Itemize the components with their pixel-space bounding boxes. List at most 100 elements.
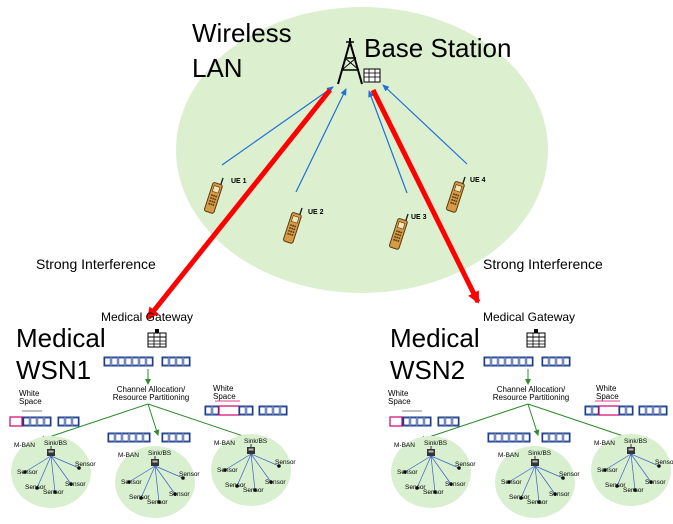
wsn1-ban-3-sensor-node-1	[223, 468, 227, 472]
wireless-lan-cloud	[176, 7, 548, 293]
wsn2-ban-2-sensor-node-4	[553, 492, 557, 496]
strong-interference-left-label: Strong Interference	[36, 256, 156, 272]
wsn1-ban-2-sink-label: Sink/BS	[148, 450, 172, 457]
base-station-label: Base Station	[364, 33, 512, 63]
wsn1-ban-3-sensor-label-3: Sensor	[243, 487, 264, 494]
wsn2-ban-2-sensor-label-4: Sensor	[549, 491, 570, 498]
wsn1-ban-1-sensor-label-2: Sensor	[25, 484, 46, 491]
wsn1-ban-2-link-5	[154, 465, 184, 479]
wsn1-ban-1-sensor-label-1: Sensor	[17, 469, 38, 476]
wsn1-ban-1-sensor-label-4: Sensor	[65, 481, 86, 488]
wsn1-ban-1-sensor-node-2	[35, 486, 39, 490]
wsn2-row-mid-a	[487, 432, 531, 443]
wsn1-ban-2-link-3	[154, 465, 160, 503]
wireless-lan-label-line1: Wireless	[192, 18, 292, 48]
wsn2-ban-1	[391, 436, 471, 508]
wsn1-gateway-blocks-a	[103, 356, 154, 367]
wsn1-gateway-label: Medical Gateway	[101, 310, 194, 324]
wsn2-ban-2-link-1	[508, 465, 536, 483]
wsn2-ban-2-sensor-label-2: Sensor	[509, 494, 530, 501]
wsn1-ban-3-sensor-node-3	[253, 488, 257, 492]
wsn2-ban-2-link-2	[520, 465, 536, 499]
wsn2-ban-2-sensor-node-2	[519, 496, 523, 500]
wsn1-row-right-c	[258, 405, 288, 416]
wsn1-ban-2-sensor-label-1: Sensor	[121, 479, 142, 486]
wsn2-ban-1-link-2	[416, 455, 432, 489]
wsn2-ban-2	[495, 446, 575, 518]
wsn2-ban-2-sensor-node-3	[537, 500, 541, 504]
strong-interference-right-label: Strong Interference	[483, 256, 603, 272]
wsn1-alloc-arrow-3	[147, 403, 259, 443]
interference-arrow-left	[146, 88, 332, 320]
wsn2-ban-2-link-5	[534, 465, 564, 479]
wsn2-alloc-arrow-1	[419, 403, 529, 442]
wsn2-white-space-left-marker	[389, 416, 403, 427]
wsn1-ban-1-sensor-node-3	[53, 490, 57, 494]
wsn1-ban-3-sensor-label-1: Sensor	[217, 467, 238, 474]
wsn1-white-space-left-marker	[9, 416, 23, 427]
wsn1-row-mid-b	[161, 432, 191, 443]
wsn2-ban-3-link-2	[616, 453, 632, 487]
wsn1-alloc-arrow-1	[39, 403, 149, 442]
wsn2-gateway-blocks-b	[541, 356, 571, 367]
gateway-wsn2-icon	[526, 328, 546, 348]
interference-arrows	[146, 88, 481, 320]
gateway-wsn1-icon	[147, 328, 167, 348]
uplink-arrow-ue4	[382, 84, 468, 165]
wsn2-ban-1-link-3	[430, 455, 436, 493]
wsn2-ban-3	[591, 434, 671, 506]
wsn2-title-line2: WSN2	[390, 355, 466, 385]
wsn2-ban-1-sensor-node-3	[433, 490, 437, 494]
wsn1-ban-1-link-1	[24, 455, 52, 473]
ue1-label: UE 1	[231, 178, 247, 185]
wsn2-channel-allocation-label: Channel Allocation/ Resource Partitionin…	[492, 385, 570, 402]
wsn1-ban-2-sensor-label-4: Sensor	[169, 491, 190, 498]
wsn1-ban-1-link-3	[50, 455, 56, 493]
wsn2-ban-3-link-3	[630, 453, 636, 491]
wsn2-white-space-right-label: White Space	[596, 384, 619, 401]
wsn2-ban-1-sensor-label-1: Sensor	[397, 469, 418, 476]
wsn2-alloc-arrow-3	[527, 403, 639, 443]
wsn2-ban-2-sensor-label-1: Sensor	[501, 479, 522, 486]
wsn1-ban-3-link-1	[224, 453, 252, 471]
wsn2-row-mid-b	[541, 432, 571, 443]
wsn1-ban-2-sensor-node-4	[173, 492, 177, 496]
wsn2-ban-3-sensor-label-3: Sensor	[623, 487, 644, 494]
wsn2-ban-1-sensor-label-3: Sensor	[423, 489, 444, 496]
uplink-arrow-ue1	[221, 86, 334, 166]
wsn1-ban-3-sensor-node-4	[269, 480, 273, 484]
wsn1-title-line1: Medical	[16, 323, 106, 353]
wsn1-ban-3-link-2	[236, 453, 252, 487]
wsn1-ban-1-sensor-label-3: Sensor	[43, 489, 64, 496]
wsn1-ban-2-sensor-node-2	[139, 496, 143, 500]
wsn1-ban-1	[11, 436, 91, 508]
wsn2-ban-1-sensor-label-5: Sensor	[455, 461, 476, 468]
wsn2-white-space-left-label: White Space	[388, 389, 411, 406]
wsn1-ban-1-link-4	[50, 455, 72, 485]
medical-wsn1-network	[9, 356, 291, 518]
wsn2-ban-3-sensor-node-3	[633, 488, 637, 492]
wsn1-ban-2-link-4	[154, 465, 176, 495]
wsn1-ban-2-sensor-label-5: Sensor	[179, 471, 200, 478]
wsn2-row-left-a	[402, 416, 432, 427]
uplink-arrows	[221, 84, 468, 194]
wsn2-ban-1-sink-label: Sink/BS	[424, 440, 448, 447]
medical-wsn2-network	[389, 356, 671, 518]
wsn2-ban-2-sink-label: Sink/BS	[528, 450, 552, 457]
wsn2-gateway-blocks-a	[483, 356, 534, 367]
wsn1-gateway-blocks-b	[161, 356, 191, 367]
uplink-arrow-ue2	[295, 88, 347, 193]
wsn1-row-mid-a	[107, 432, 151, 443]
wsn1-ban-3-sensor-label-4: Sensor	[265, 479, 286, 486]
wsn1-white-space-right-marker	[218, 405, 240, 416]
wsn1-ban-1-area	[11, 436, 91, 508]
wsn1-ban-3-link-5	[250, 453, 280, 467]
wsn1-ban-3-sink-label: Sink/BS	[244, 438, 268, 445]
ue2-label: UE 2	[308, 209, 324, 216]
wsn1-channel-allocation-label: Channel Allocation/ Resource Partitionin…	[112, 385, 190, 402]
wsn2-ban-3-sensor-label-2: Sensor	[605, 482, 626, 489]
wsn2-ban-1-mban-label: M-BAN	[394, 442, 415, 449]
wsn1-ban-3-mban-label: M-BAN	[214, 440, 235, 447]
wsn1-ban-3	[211, 434, 291, 506]
wsn2-alloc-arrow-2	[527, 403, 540, 436]
